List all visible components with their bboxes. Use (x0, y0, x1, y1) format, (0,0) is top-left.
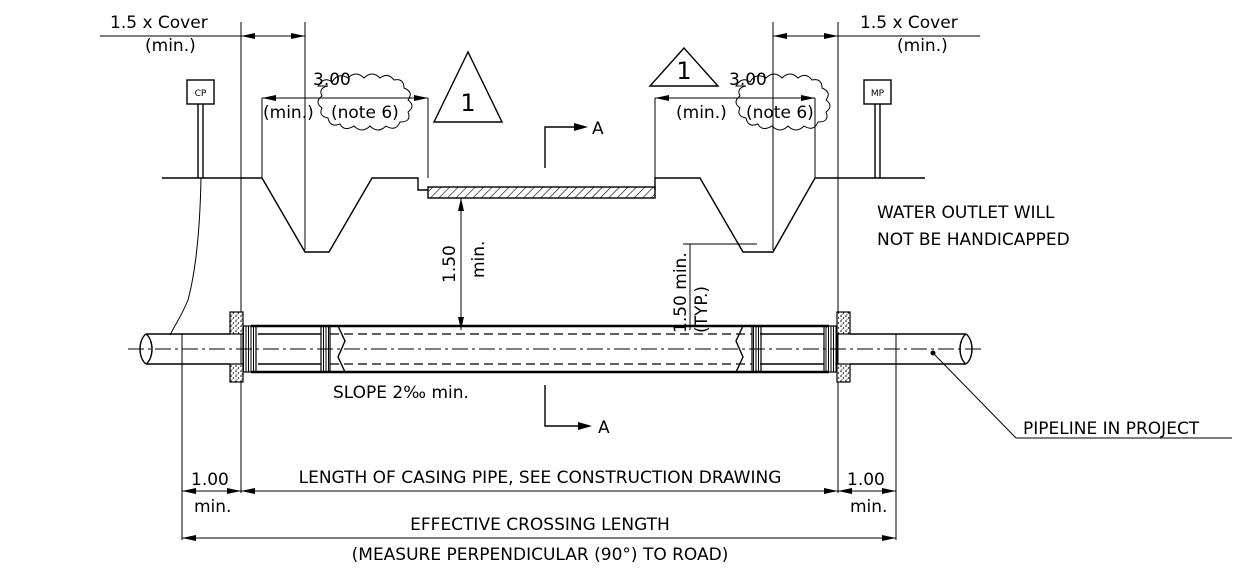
end-block-right-bottom (836, 363, 851, 383)
cover-right-arrow-1 (773, 33, 787, 39)
depth-min: min. (469, 241, 489, 278)
end-block-left-top (229, 311, 244, 335)
left-extension-min: min. (194, 497, 231, 517)
casing-length-label: LENGTH OF CASING PIPE, SEE CONSTRUCTION … (299, 468, 782, 488)
ditch-right-note: (note 6) (746, 103, 814, 123)
left-ditch-profile (162, 177, 428, 253)
water-outlet-line1: WATER OUTLET WILL (877, 203, 1055, 223)
ditch-right-value: 3.00 (729, 70, 767, 90)
ditch-left-note: (note 6) (331, 103, 399, 123)
section-marker-bottom: A (544, 385, 610, 438)
revision-triangle-left: 1 (432, 50, 504, 123)
ditch-left-value: 3.00 (313, 70, 351, 90)
road-pavement (427, 186, 656, 199)
pipeline-leader: PIPELINE IN PROJECT (930, 350, 1232, 439)
revision-triangle-right: 1 (648, 46, 720, 87)
section-a-top-label: A (592, 119, 604, 139)
revision-right-number: 1 (676, 57, 691, 85)
pipeline-label: PIPELINE IN PROJECT (1023, 419, 1200, 439)
revision-cloud-left (317, 73, 413, 131)
bottom-dimensions: 1.00 min. LENGTH OF CASING PIPE, SEE CON… (182, 468, 896, 565)
cover-right-min-label: (min.) (897, 36, 948, 56)
cp-box (186, 79, 215, 105)
cover-dimension-right: 1.5 x Cover (min.) (773, 13, 980, 56)
right-extension-value: 1.00 (847, 470, 885, 490)
ditch-dimension-left: 3.00 (min.) (note 6) (261, 70, 429, 178)
ditch-left-min: (min.) (263, 103, 314, 123)
cover-left-label: 1.5 x Cover (110, 13, 208, 33)
mp-label: MP (871, 89, 885, 99)
revision-left-number: 1 (460, 89, 475, 117)
mp-box (863, 79, 892, 105)
slope-label: SLOPE 2‰ min. (333, 383, 469, 403)
ditch-right-min: (min.) (676, 103, 727, 123)
measurement-post: MP (863, 79, 892, 178)
reference-lines (181, 22, 897, 540)
depth-typ-note: (TYP.) (692, 286, 712, 333)
end-block-right-top (836, 311, 851, 335)
cover-right-arrow-2 (824, 33, 838, 39)
ground-profile (162, 177, 925, 253)
end-block-left-bottom (229, 363, 244, 383)
cover-left-min-label: (min.) (145, 36, 196, 56)
cp-cable (169, 177, 202, 336)
depth-value: 1.50 (440, 245, 460, 283)
section-a-bottom-label: A (598, 418, 610, 438)
cover-left-arrow-1 (241, 33, 255, 39)
depth-dimension: 1.50 min. (440, 198, 489, 330)
section-marker-top: A (544, 119, 604, 168)
cp-label: CP (195, 89, 207, 99)
cover-dimension-left: 1.5 x Cover (min.) (100, 13, 305, 56)
revision-cloud-right (735, 73, 831, 131)
cathodic-protection-post: CP (169, 79, 215, 336)
cover-right-label: 1.5 x Cover (860, 13, 958, 33)
measure-note: (MEASURE PERPENDICULAR (90°) TO ROAD) (352, 545, 729, 565)
effective-length-label: EFFECTIVE CROSSING LENGTH (410, 515, 670, 535)
depth-typ-dimension: 1.50 min. (TYP.) (671, 243, 757, 333)
depth-typ-value: 1.50 min. (671, 252, 691, 333)
left-extension-value: 1.00 (191, 470, 229, 490)
casing-pipe (229, 311, 851, 383)
cover-left-arrow-2 (291, 33, 305, 39)
right-extension-min: min. (850, 497, 887, 517)
water-outlet-line2: NOT BE HANDICAPPED (877, 230, 1070, 250)
ditch-dimension-right: 3.00 (min.) (note 6) (654, 70, 831, 178)
